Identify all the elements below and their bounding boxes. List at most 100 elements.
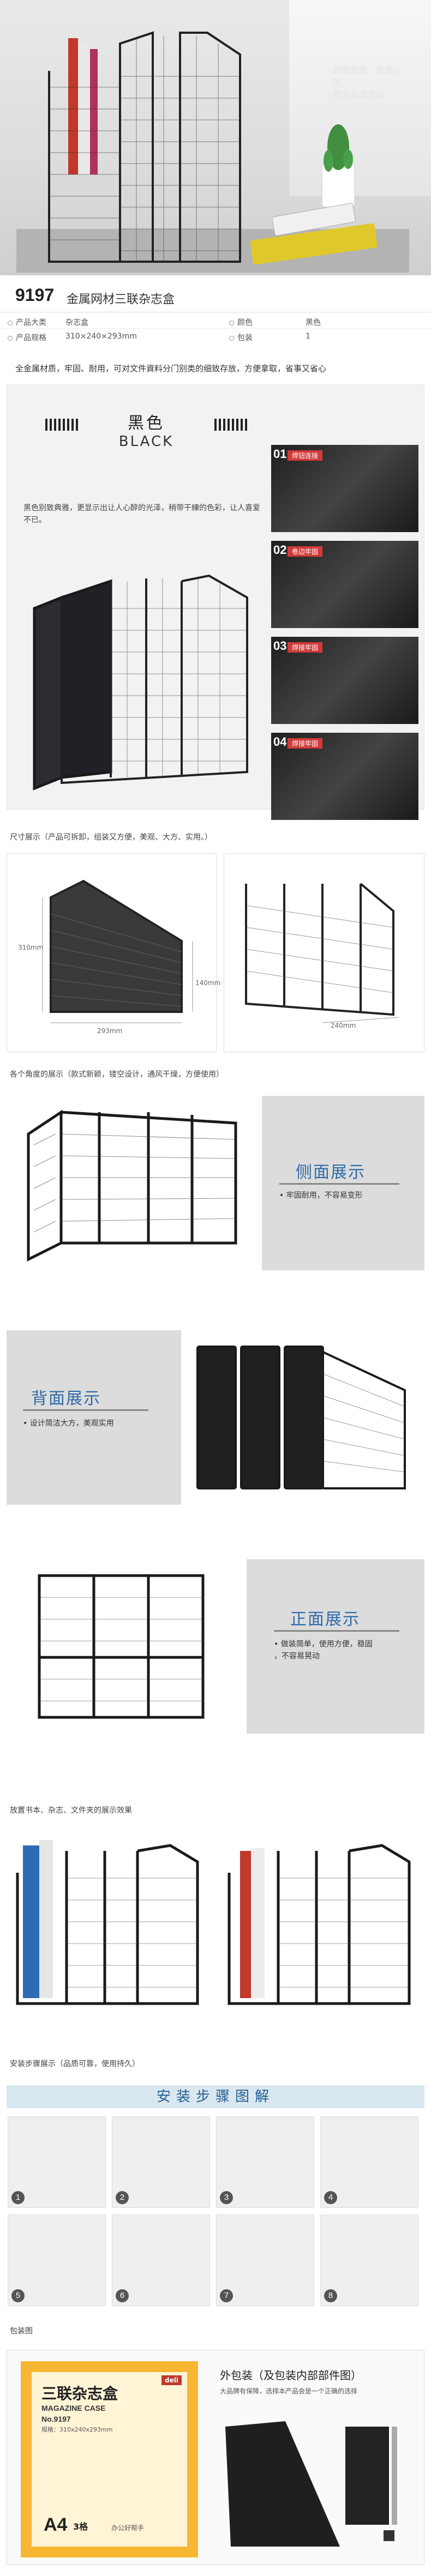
heading-underline bbox=[274, 1630, 399, 1632]
size-front-box: 310mm 293mm 140mm bbox=[7, 853, 221, 1052]
step-number: 2 bbox=[116, 2191, 129, 2204]
package-section: deli 三联杂志盒 MAGAZINE CASE No.9197 规格：310x… bbox=[7, 2350, 424, 2565]
radio-icon bbox=[229, 336, 234, 341]
hero-product-image bbox=[16, 31, 409, 273]
box-title: 三联杂志盒 bbox=[41, 2385, 118, 2403]
detail-image: 02 卷边牢固 bbox=[271, 541, 418, 628]
radio-icon bbox=[8, 321, 13, 325]
hero-slogan-line-2: 符合品质之选 bbox=[333, 89, 386, 99]
install-banner: 安装步骤图解 bbox=[7, 2085, 424, 2108]
spec-value: 黑色 bbox=[306, 318, 321, 327]
back-view-panel: 背面展示 • 设计简洁大方，美观实用 bbox=[7, 1330, 424, 1505]
spec-label: 产品大类 bbox=[8, 317, 46, 328]
detail-image: 03 焊接牢固 bbox=[271, 637, 418, 724]
detail-tag: 焊接牢固 bbox=[288, 642, 323, 653]
package-description: 大品牌有保障，选择本产品会是一个正确的选择 bbox=[220, 2387, 358, 2395]
spec-label-text: 包装 bbox=[237, 334, 253, 342]
spec-label: 产品规格 bbox=[8, 332, 46, 343]
intro-text: 全金属材质，牢固、耐用，可对文件資料分门别类的细致存放，方便拿取，省事又省心 bbox=[15, 364, 327, 373]
back-view-bullet: • 设计简洁大方，美观实用 bbox=[23, 1419, 114, 1428]
package-box-face: deli 三联杂志盒 MAGAZINE CASE No.9197 规格：310x… bbox=[32, 2372, 187, 2547]
back-view-image bbox=[196, 1346, 406, 1489]
install-step: 1 bbox=[8, 2116, 106, 2208]
main-product-image bbox=[33, 574, 248, 791]
install-step: 5 bbox=[8, 2215, 106, 2306]
display-section-label: 放置书本、杂志、文件夹的展示效果 bbox=[10, 1806, 132, 1815]
product-code: 9197 bbox=[15, 285, 55, 305]
back-view-heading: 背面展示 bbox=[31, 1389, 101, 1408]
side-view-bullet: • 牢固耐用，不容易变形 bbox=[279, 1191, 363, 1200]
box-spec: 规格：310x240x293mm bbox=[41, 2426, 112, 2434]
radio-icon bbox=[8, 336, 13, 341]
product-name: 金属网材三联杂志盒 bbox=[67, 293, 175, 306]
spec-value: 310×240×293mm bbox=[65, 332, 137, 341]
install-step: 7 bbox=[216, 2215, 314, 2306]
box-count-label: 3格 bbox=[73, 2521, 88, 2532]
front-view-image bbox=[38, 1574, 205, 1719]
side-view-heading: 侧面展示 bbox=[296, 1163, 366, 1182]
brand-logo: deli bbox=[161, 2375, 182, 2385]
angles-section-label: 各个角度的展示（款式新颖，镂空设计，通风干燥，方便使用） bbox=[10, 1070, 224, 1079]
dim-depth-2: 240mm bbox=[331, 1022, 356, 1029]
step-number: 7 bbox=[220, 2289, 233, 2302]
detail-number: 04 bbox=[273, 735, 287, 749]
color-title: 黑色 BLACK bbox=[83, 409, 209, 450]
size-side-image bbox=[245, 883, 399, 1023]
spec-label-text: 产品规格 bbox=[16, 334, 46, 342]
step-number: 5 bbox=[11, 2289, 25, 2302]
hero-slogan-line-1: 别致典雅，经重大方 bbox=[333, 65, 403, 87]
display-image-right bbox=[228, 1844, 411, 2005]
dim-height: 310mm bbox=[18, 944, 44, 951]
box-subtitle: MAGAZINE CASE bbox=[41, 2404, 106, 2412]
front-view-bullet: ，不容易晃动 bbox=[274, 1652, 320, 1661]
hero-slogan: 别致典雅，经重大方 符合品质之选 bbox=[333, 64, 409, 100]
color-name-cn: 黑色 bbox=[128, 414, 165, 433]
step-number: 6 bbox=[116, 2289, 129, 2302]
size-side-box: 240mm bbox=[224, 853, 424, 1052]
heading-underline bbox=[23, 1409, 148, 1411]
box-a4-label: A4 bbox=[44, 2514, 68, 2535]
side-view-image bbox=[27, 1109, 237, 1262]
front-view-panel: 正面展示 • 做装简单，使用方便，稳固 ，不容易晃动 bbox=[7, 1559, 424, 1734]
size-section-label: 尺寸展示（产品可拆卸，组装又方便，美观、大方、实用。） bbox=[10, 833, 212, 842]
detail-tag: 焊接牢固 bbox=[288, 738, 323, 749]
detail-number: 02 bbox=[273, 543, 287, 557]
front-view-info-bg bbox=[247, 1559, 424, 1734]
color-section: 黑色 BLACK 黑色别致典雅，更显示出让人心醉的光泽，稍带干練的色彩，让人喜爱… bbox=[7, 384, 424, 820]
stripe-decor-left bbox=[45, 419, 78, 431]
hero-banner: 别致典雅，经重大方 符合品质之选 bbox=[0, 0, 431, 275]
package-parts-image bbox=[225, 2421, 397, 2547]
dim-width: 293mm bbox=[97, 1027, 123, 1035]
spec-table: 产品大类 杂志盒 颜色 黑色 产品规格 310×240×293mm 包装 1 bbox=[0, 315, 431, 347]
spec-label-text: 颜色 bbox=[237, 318, 253, 327]
radio-icon bbox=[229, 321, 234, 325]
detail-number: 03 bbox=[273, 639, 287, 653]
spec-value: 1 bbox=[306, 332, 310, 341]
install-step: 6 bbox=[112, 2215, 210, 2306]
dim-depth: 140mm bbox=[195, 979, 221, 987]
install-banner-text: 安装步骤图解 bbox=[156, 2089, 274, 2105]
install-step: 8 bbox=[320, 2215, 418, 2306]
install-step: 2 bbox=[112, 2116, 210, 2208]
display-image-left bbox=[16, 1840, 199, 2005]
step-number: 1 bbox=[11, 2191, 25, 2204]
product-title-row: 9197 金属网材三联杂志盒 bbox=[0, 275, 431, 312]
install-section-label: 安装步骤展示（品质可靠，使用持久） bbox=[10, 2060, 140, 2068]
front-view-heading: 正面展示 bbox=[290, 1610, 360, 1629]
detail-number: 01 bbox=[273, 447, 287, 461]
step-number: 3 bbox=[220, 2191, 233, 2204]
install-step: 4 bbox=[320, 2116, 418, 2208]
detail-image: 04 焊接牢固 bbox=[271, 733, 418, 820]
detail-tag: 焊钮连接 bbox=[288, 450, 323, 461]
back-view-info-bg bbox=[7, 1330, 181, 1505]
front-view-bullet: • 做装简单，使用方便，稳固 bbox=[274, 1640, 373, 1649]
box-model-no: No.9197 bbox=[41, 2415, 71, 2423]
box-use-label: 办公好帮手 bbox=[111, 2524, 145, 2532]
side-view-panel: 侧面展示 • 牢固耐用，不容易变形 bbox=[7, 1096, 424, 1270]
spec-row: 产品规格 310×240×293mm 包装 1 bbox=[0, 330, 431, 344]
spec-row: 产品大类 杂志盒 颜色 黑色 bbox=[0, 315, 431, 329]
spec-value: 杂志盒 bbox=[65, 318, 88, 327]
box-spec-line: 规格：310x240x293mm bbox=[41, 2426, 113, 2433]
hero-window-bg bbox=[289, 0, 431, 196]
